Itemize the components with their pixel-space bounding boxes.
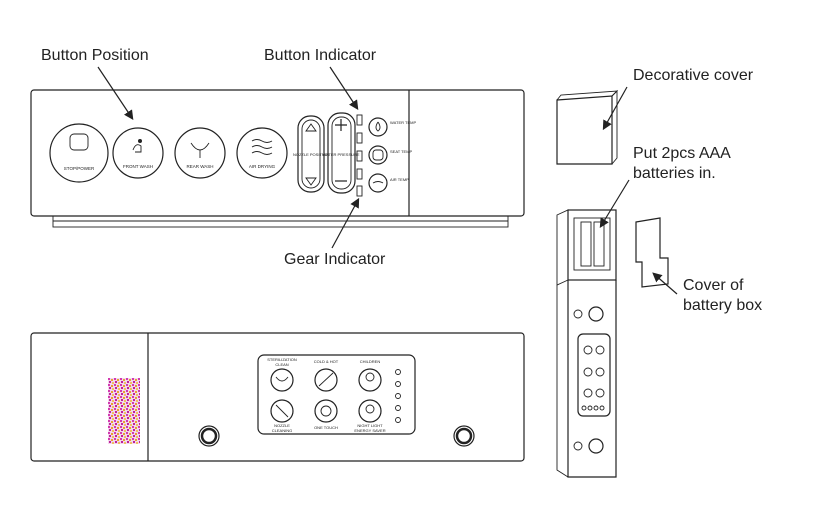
rear-wash-icon [190,142,210,151]
children-label: CHILDREN [360,359,381,364]
front-wash-icon [132,144,142,153]
cold-hot-button[interactable]: COLD & HOT [314,359,339,392]
rear-wash-label: REAR WASH [186,164,213,169]
small-button-icon [573,309,583,319]
small-button-icon-bottom [573,441,583,451]
air-temp-icon [372,181,384,184]
children-button[interactable]: CHILDREN [358,359,382,392]
person-icon [138,139,142,143]
air-drying-label: AIR DRYING [249,164,276,169]
nozzle-cleaning-label-1: NOZZLE [274,423,290,428]
remote-keypad [577,333,611,417]
one-touch-label: ONE TOUCH [314,425,338,430]
water-temp-label: WATER TEMP [390,120,416,125]
battery-cover-callout-1: Cover of [683,277,744,294]
water-drop-icon [375,121,381,132]
button-position-arrow [97,66,134,120]
top-control-panel: STOP/POWER FRONT WASH REAR WASH AIR DRYI… [30,89,525,228]
qr-label-patch [108,378,140,444]
night-light-button[interactable]: NIGHT LIGHT ENERGY SAVER [354,399,386,433]
remote-body [556,209,617,478]
night-light-label-1: NIGHT LIGHT [357,423,383,428]
right-magnet [453,425,475,447]
down-arrow-icon[interactable] [305,177,317,186]
decorative-cover-arrow [602,86,628,131]
air-drying-button[interactable]: AIR DRYING [236,127,288,179]
sterilization-clean-label-1: STERILIZATION [267,357,297,362]
cold-hot-icon [318,372,334,387]
battery-slot-left [580,221,592,267]
button-indicator-callout: Button Indicator [264,47,377,64]
round-button-bottom[interactable] [588,438,604,454]
battery-cover-arrow [652,272,678,295]
front-wash-label: FRONT WASH [123,164,153,169]
bottom-control-panel: STERILIZATION CLEAN COLD & HOT CHILDREN … [30,332,525,462]
water-pressure-label: WATER PRESSURE [322,152,359,157]
indicator-leds [395,369,401,423]
sterilization-icon [275,376,289,382]
sterilization-clean-label-2: CLEAN [275,362,288,367]
water-temp-button[interactable]: WATER TEMP [368,117,416,137]
button-position-callout: Button Position [41,47,149,64]
decorative-cover-callout: Decorative cover [633,67,754,84]
batteries-callout-2: batteries in. [633,165,716,182]
air-temp-label: AIR TEMP [390,177,409,182]
left-magnet [198,425,220,447]
night-light-label-2: ENERGY SAVER [354,428,385,433]
plus-icon[interactable] [335,119,347,131]
child-icon [365,372,375,382]
rear-wash-button[interactable]: REAR WASH [174,127,226,179]
battery-cover-callout-2: battery box [683,297,762,314]
up-arrow-icon[interactable] [305,123,317,132]
stop-power-button[interactable]: STOP/POWER [49,123,109,183]
gear-indicator [356,114,363,197]
nozzle-cleaning-label-2: CLEANING [272,428,292,433]
cold-hot-label: COLD & HOT [314,359,339,364]
battery-box-cover [635,217,669,288]
function-pad [257,354,416,435]
batteries-arrow [599,179,630,229]
round-button-top[interactable] [588,306,604,322]
stop-power-label: STOP/POWER [64,166,95,171]
seat-temp-button[interactable]: SEAT TEMP [368,145,413,165]
battery-slot-right [593,221,605,267]
nozzle-position-label: NOZZLE POSITION [293,152,329,157]
water-pressure-rocker[interactable]: WATER PRESSURE [322,112,360,194]
gear-indicator-arrow [331,197,360,249]
seat-temp-label: SEAT TEMP [390,149,413,154]
nozzle-cleaning-button[interactable]: NOZZLE CLEANING [270,399,294,433]
button-indicator-arrow [329,66,359,111]
batteries-callout-1: Put 2pcs AAA [633,145,731,162]
air-drying-icon [251,139,273,155]
nozzle-position-rocker[interactable]: NOZZLE POSITION [293,115,329,193]
one-touch-icon [320,405,332,417]
gear-indicator-callout: Gear Indicator [284,251,386,268]
sterilization-clean-button[interactable]: STERILIZATION CLEAN [267,357,297,392]
air-temp-button[interactable]: AIR TEMP [368,173,409,193]
light-bulb-icon [365,404,375,414]
seat-icon [372,149,384,161]
front-wash-button[interactable]: FRONT WASH [112,127,164,179]
nozzle-cleaning-icon [275,404,289,418]
decorative-cover [556,89,619,165]
one-touch-button[interactable]: ONE TOUCH [314,399,338,430]
